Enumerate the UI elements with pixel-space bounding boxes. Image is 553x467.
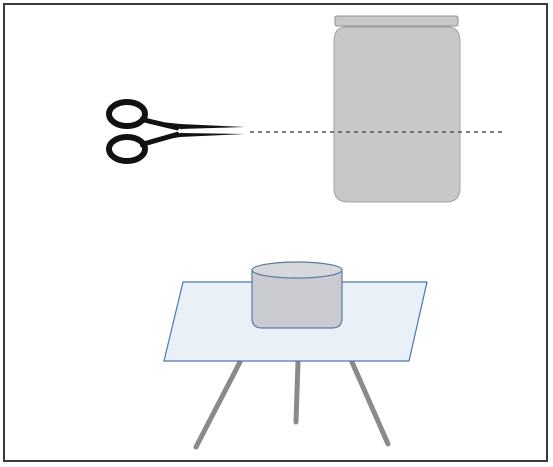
jar-icon: [334, 16, 460, 202]
cup-body: [252, 270, 342, 328]
stand-leg-middle: [296, 362, 298, 422]
frame-border: [4, 4, 547, 461]
cup-rim: [252, 262, 342, 278]
jar-body: [334, 27, 460, 202]
jar-lid: [335, 16, 458, 26]
cup-icon: [252, 262, 342, 328]
scissors-pivot: [178, 129, 182, 133]
